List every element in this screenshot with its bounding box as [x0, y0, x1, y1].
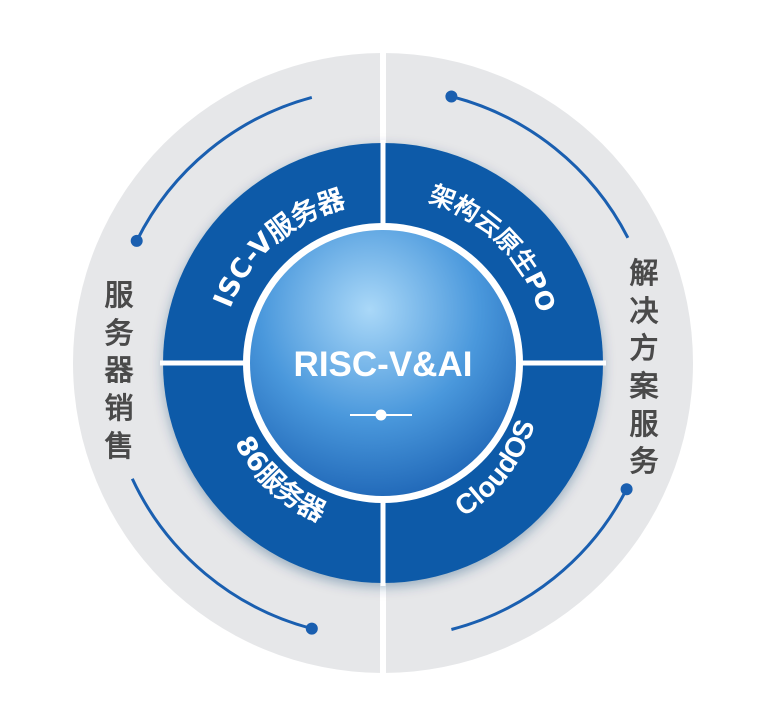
center-title: RISC-V&AI [294, 345, 473, 384]
side-label-char: 器 [104, 353, 134, 388]
side-label-char: 解 [629, 256, 659, 290]
side-label-char: 务 [629, 444, 659, 479]
side-label-char: 案 [629, 369, 659, 404]
accent-arc-bottom-left-dot [305, 622, 318, 635]
side-label-char: 决 [629, 293, 659, 328]
accent-arc-top-right [451, 95, 630, 239]
side-label-char: 务 [104, 315, 134, 350]
side-label-char: 销 [104, 391, 134, 426]
accent-arc-bottom-right-dot [620, 483, 633, 496]
accent-arc-top-left-dot [130, 234, 143, 247]
side-label-char: 服 [629, 406, 659, 441]
accent-arc-bottom-left [130, 478, 313, 631]
side-label-char: 服 [104, 278, 134, 312]
accent-arc-top-left [135, 95, 313, 242]
side-label-server-sales: 服务器销售 [101, 277, 137, 465]
side-label-solution-services: 解决方案服务 [626, 255, 662, 481]
side-label-char: 方 [629, 331, 659, 366]
side-label-char: 售 [104, 428, 134, 463]
center-dot [375, 409, 387, 421]
accent-arc-top-right-dot [445, 90, 458, 103]
accent-arc-bottom-right [451, 488, 628, 631]
center-circle [250, 230, 516, 496]
